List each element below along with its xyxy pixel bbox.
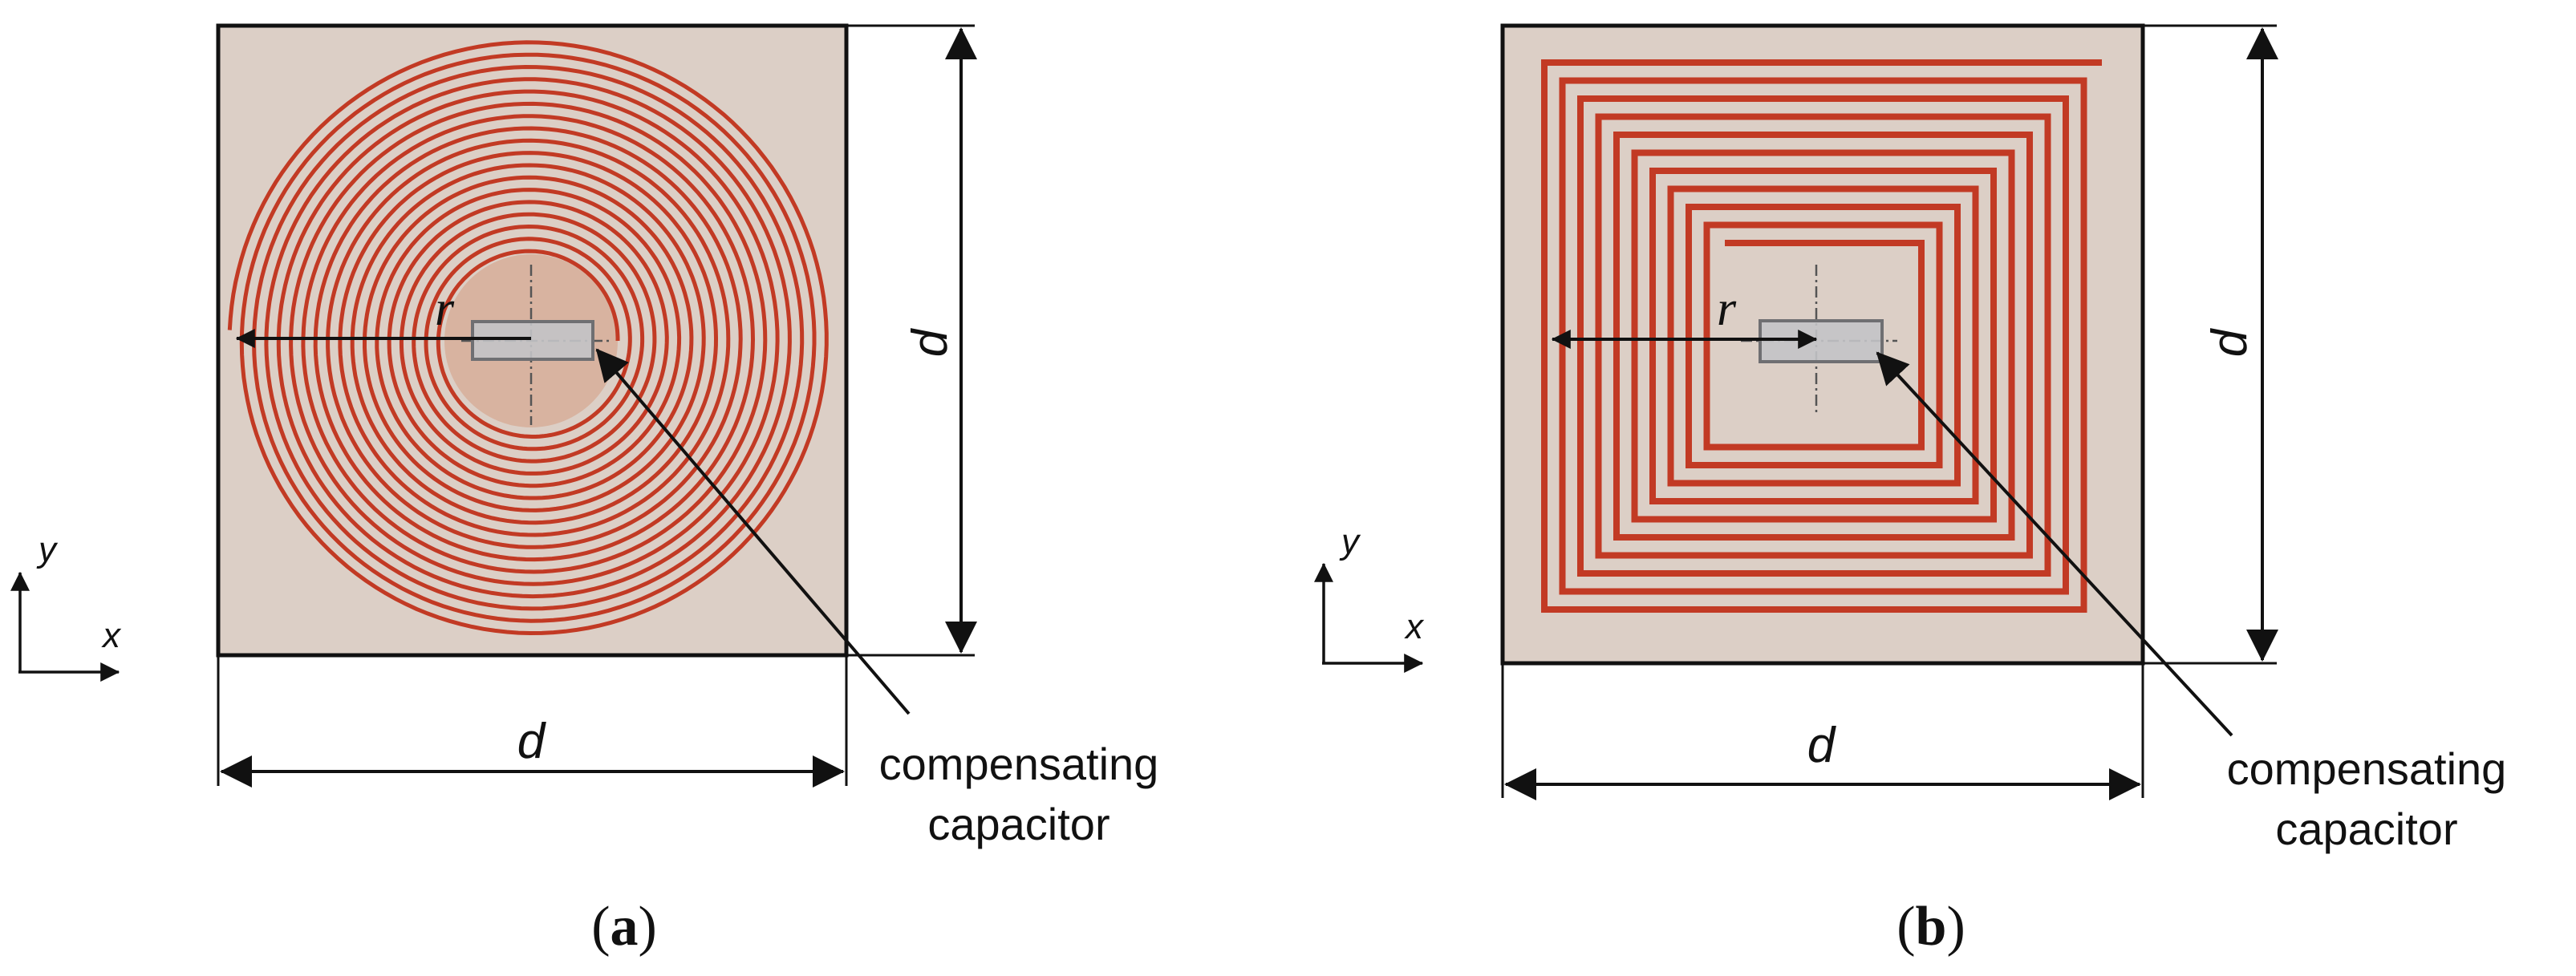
dimension-vertical-label-b: d <box>2202 327 2258 357</box>
axis-x-label-a: x <box>101 616 122 655</box>
caption-letter-b: b <box>1916 896 1947 958</box>
caption-letter-a: a <box>611 896 639 958</box>
callout-line1-a: compensating <box>879 739 1159 789</box>
callout-leader-a <box>595 348 911 715</box>
caption-open-a: ( <box>591 896 610 958</box>
radius-label-a: r <box>435 281 455 336</box>
capacitor-a <box>471 320 594 361</box>
dimension-horizontal-label-a: d <box>517 714 547 769</box>
panel-a: r d d compensating capacitor y x (a) <box>10 23 1159 958</box>
callout-line2-a: capacitor <box>927 799 1110 849</box>
caption-close-a: ) <box>639 896 657 958</box>
caption-close-b: ) <box>1946 896 1965 958</box>
square-spiral-coil <box>1541 59 2102 613</box>
dimension-horizontal-label-b: d <box>1807 718 1837 773</box>
callout-leader-b <box>1876 351 2233 737</box>
panel-b: r d d compensating capacitor y x (b) <box>1314 23 2507 958</box>
circular-spiral-coil <box>227 40 829 636</box>
capacitor-b <box>1759 319 1884 363</box>
callout-line1-b: compensating <box>2227 743 2507 794</box>
dimension-vertical-label-a: d <box>903 327 958 357</box>
axis-y-label-b: y <box>1339 522 1361 561</box>
radius-label-b: r <box>1717 281 1737 336</box>
caption-open-b: ( <box>1897 896 1915 958</box>
axis-y-label-a: y <box>36 530 59 569</box>
caption-b: (b) <box>1897 896 1965 958</box>
axis-x-label-b: x <box>1404 607 1425 646</box>
callout-line2-b: capacitor <box>2275 804 2457 854</box>
caption-a: (a) <box>591 896 657 958</box>
